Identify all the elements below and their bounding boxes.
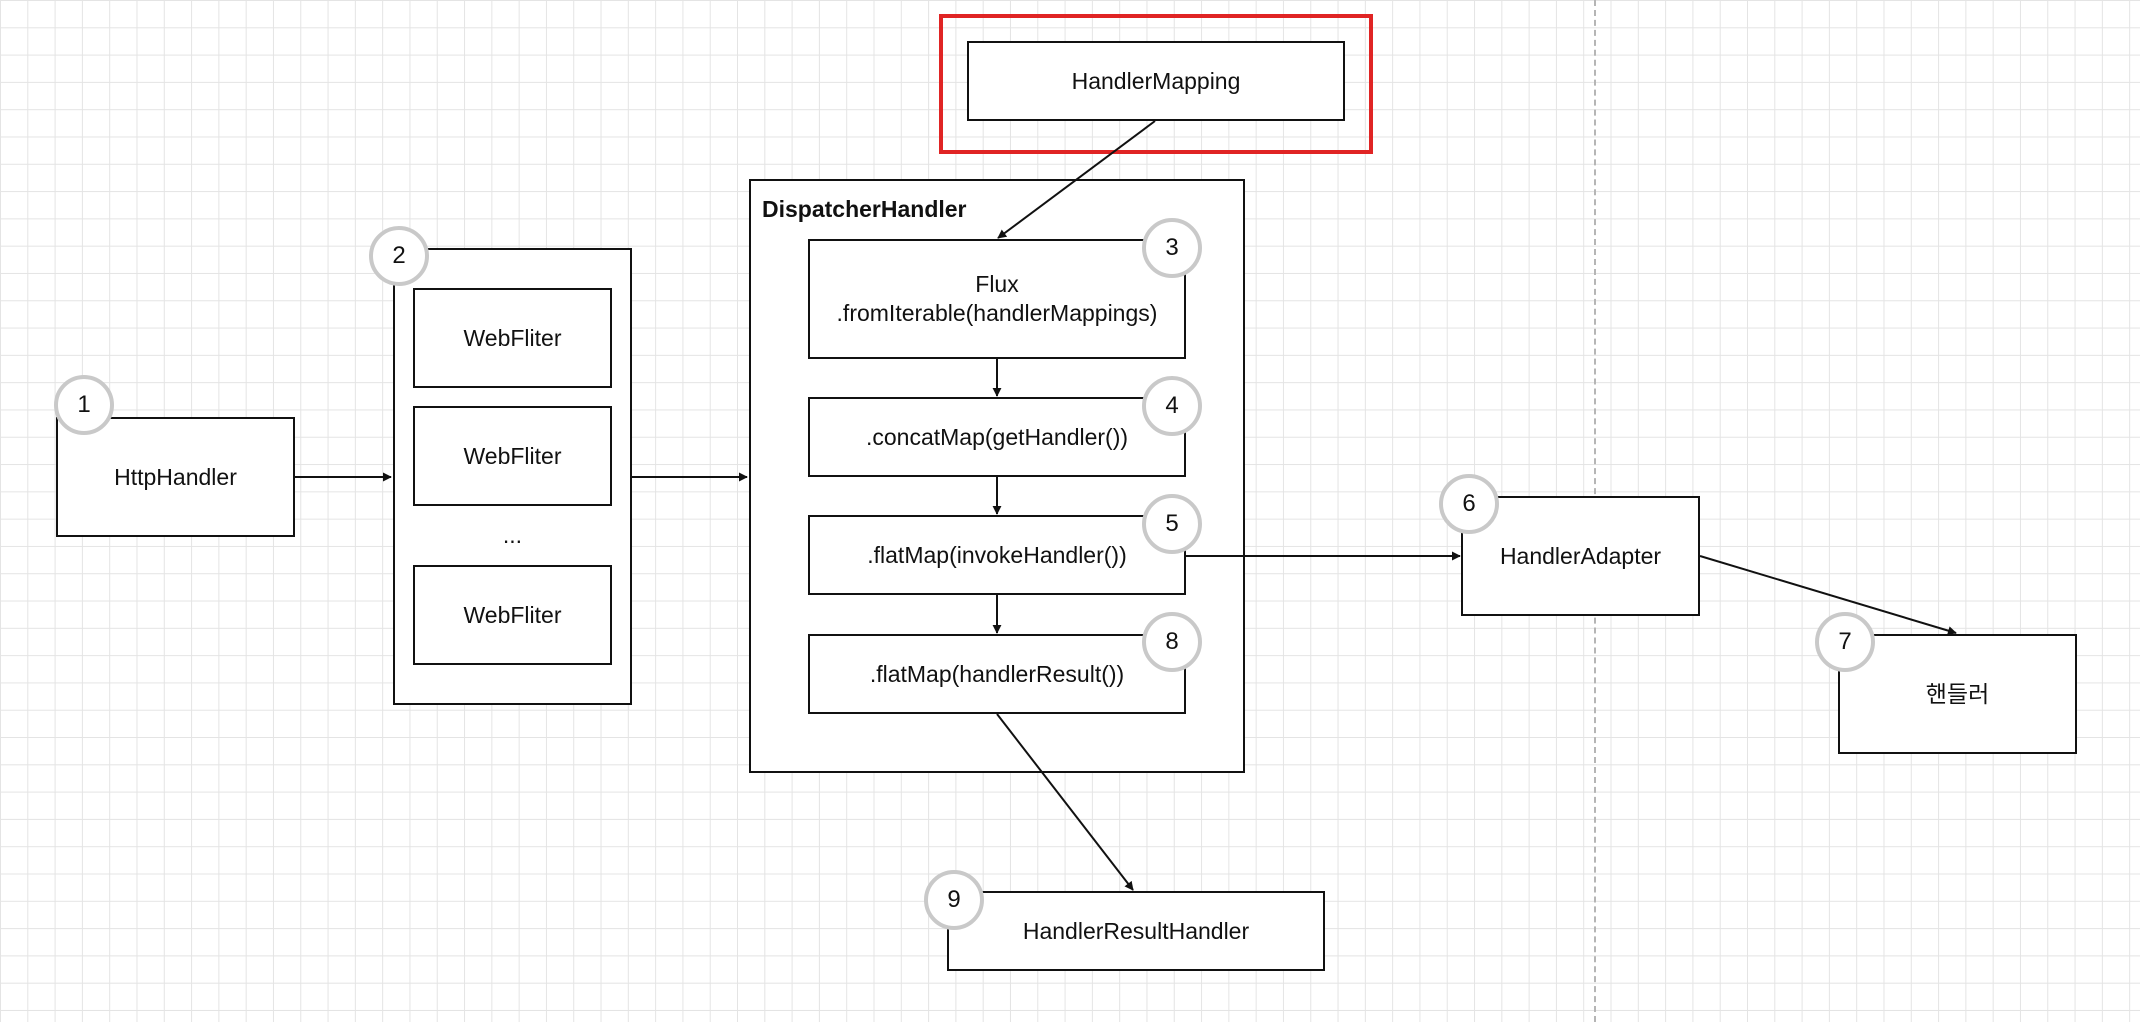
concat-map-node[interactable]: .concatMap(getHandler()): [808, 397, 1186, 477]
step-badge-8: 8: [1142, 612, 1202, 672]
flat-map-result-label: .flatMap(handlerResult()): [869, 660, 1125, 687]
web-filter-label: WebFliter: [463, 324, 562, 351]
step-badge-4: 4: [1142, 376, 1202, 436]
handler-mapping-label: HandlerMapping: [1071, 67, 1241, 94]
step-badge-5: 5: [1142, 494, 1202, 554]
from-iterable-label: .fromIterable(handlerMappings): [836, 300, 1158, 326]
web-filter-node-2[interactable]: WebFliter: [413, 406, 612, 506]
step-badge-3: 3: [1142, 218, 1202, 278]
handler-mapping-node[interactable]: HandlerMapping: [967, 41, 1345, 121]
step-badge-9: 9: [924, 870, 984, 930]
arrow-adapter-to-handler: [1699, 555, 1957, 635]
step-badge-7: 7: [1815, 612, 1875, 672]
web-filter-node-1[interactable]: WebFliter: [413, 288, 612, 388]
handler-mapping-highlight: [939, 14, 1373, 154]
flux-from-iterable-node[interactable]: Flux .fromIterable(handlerMappings): [808, 239, 1186, 359]
web-filter-label: WebFliter: [463, 601, 562, 628]
flat-map-invoke-node[interactable]: .flatMap(invokeHandler()): [808, 515, 1186, 595]
flat-map-result-node[interactable]: .flatMap(handlerResult()): [808, 634, 1186, 714]
handler-label: 핸들러: [1925, 680, 1990, 707]
web-filter-ellipsis: ...: [502, 522, 523, 548]
dispatcher-handler-title: DispatcherHandler: [762, 196, 967, 222]
flux-label: Flux: [975, 271, 1019, 298]
flat-map-invoke-label: .flatMap(invokeHandler()): [867, 541, 1127, 568]
handler-node[interactable]: 핸들러: [1838, 634, 2077, 754]
step-badge-1: 1: [54, 375, 114, 435]
http-handler-node[interactable]: HttpHandler: [56, 417, 295, 537]
handler-result-handler-node[interactable]: HandlerResultHandler: [947, 891, 1325, 971]
handler-adapter-label: HandlerAdapter: [1499, 542, 1662, 569]
handler-result-handler-label: HandlerResultHandler: [1022, 917, 1250, 944]
concat-map-label: .concatMap(getHandler()): [865, 423, 1129, 450]
web-filter-node-3[interactable]: WebFliter: [413, 565, 612, 665]
arrow-result-to-result-handler: [996, 713, 1134, 891]
arrow-mapping-to-flux: [997, 120, 1156, 239]
step-badge-2: 2: [369, 226, 429, 286]
handler-adapter-node[interactable]: HandlerAdapter: [1461, 496, 1700, 616]
step-badge-6: 6: [1439, 474, 1499, 534]
web-filter-label: WebFliter: [463, 442, 562, 469]
http-handler-label: HttpHandler: [114, 463, 237, 490]
